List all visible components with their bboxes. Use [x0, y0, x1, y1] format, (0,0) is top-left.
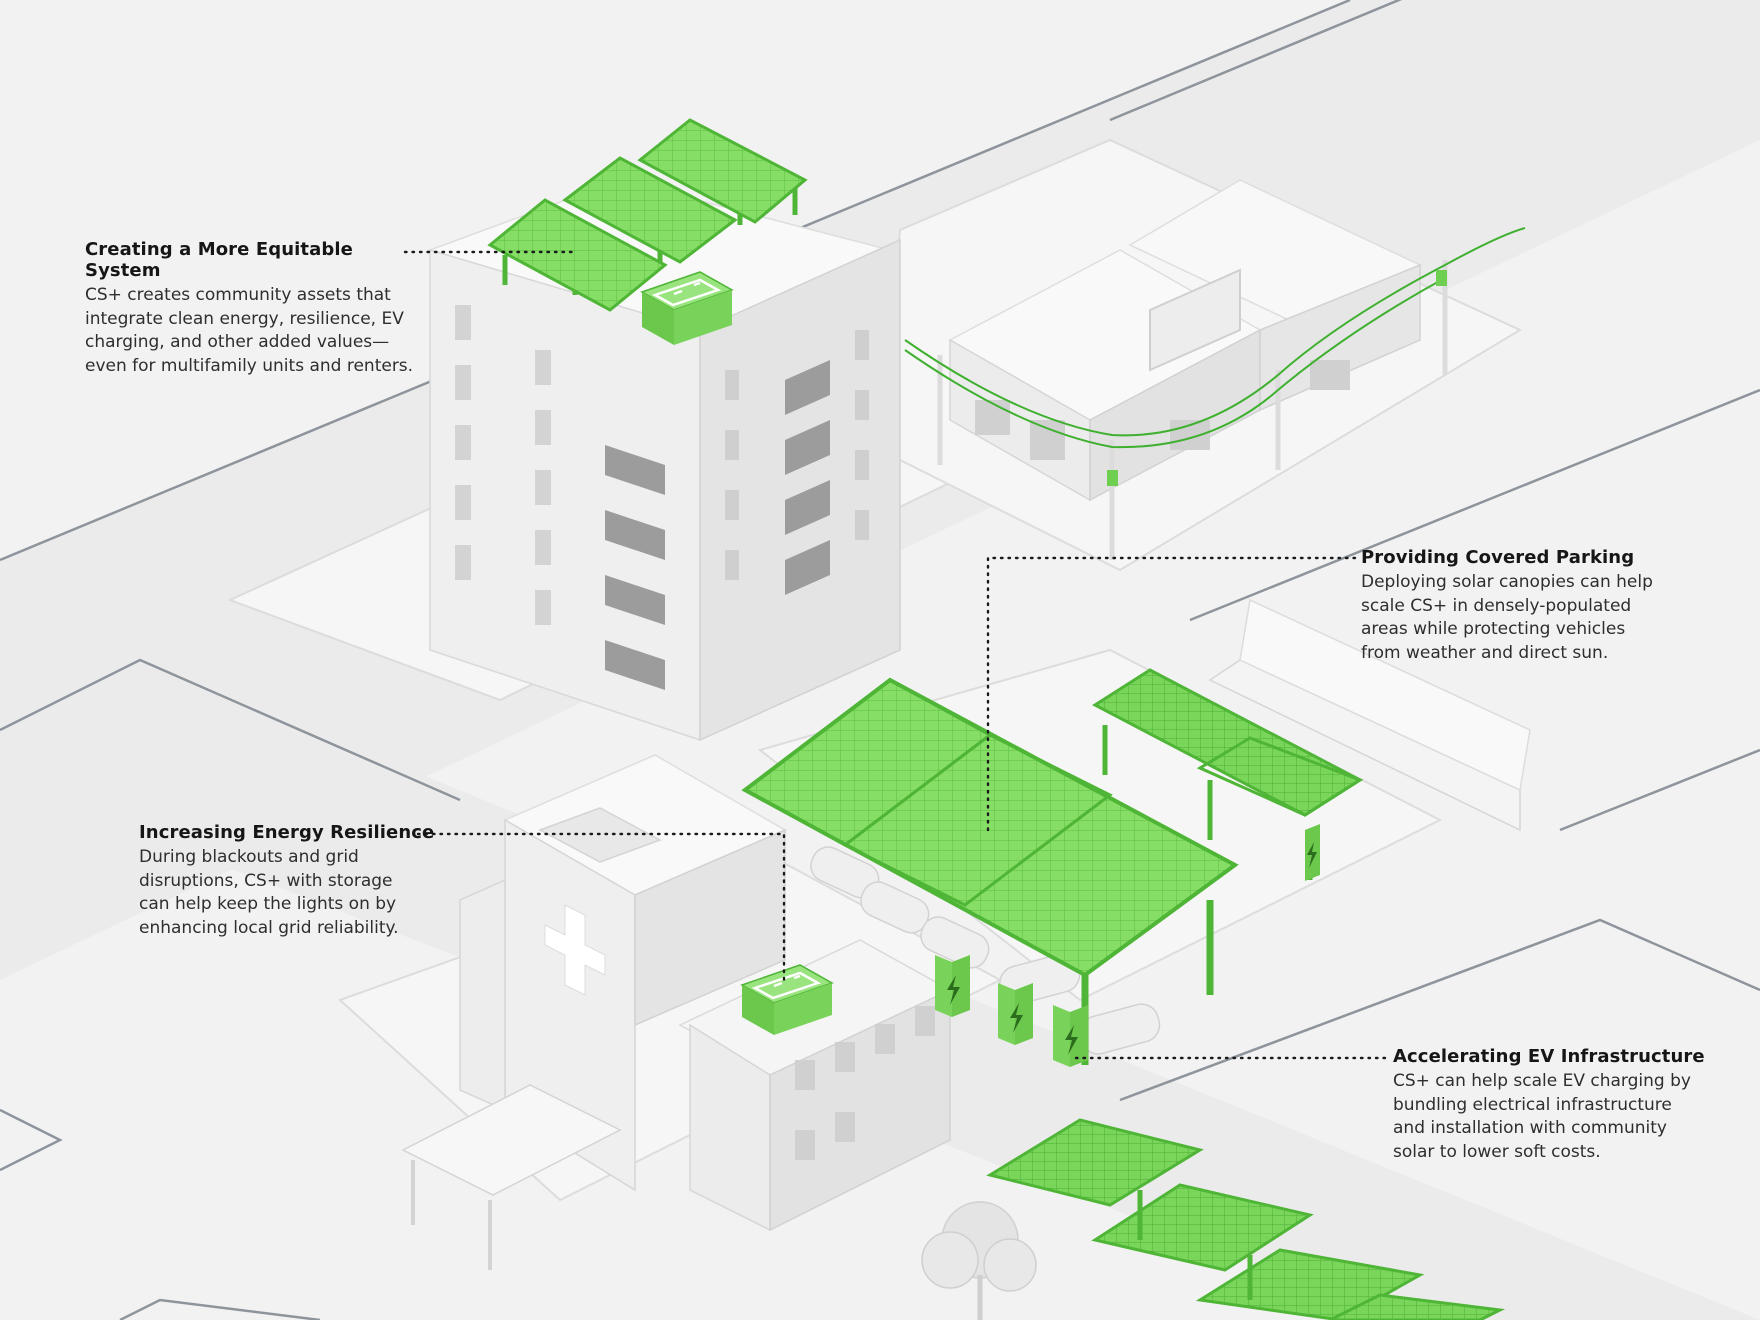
corner-shop [948, 179, 1422, 502]
leader-line-parking [986, 556, 1357, 832]
callout-ev: Accelerating EV Infrastructure CS+ can h… [1393, 1046, 1733, 1164]
medical-cross-icon [544, 904, 606, 996]
lightning-bolt-icon [1010, 1003, 1023, 1033]
battery-icon [651, 278, 722, 307]
callout-equitable: Creating a More Equitable System CS+ cre… [85, 239, 415, 378]
callout-resilience-title: Increasing Energy Resilience [139, 822, 435, 843]
lightning-bolt-icon [1307, 842, 1317, 868]
leader-line-resilience [416, 832, 786, 987]
bus-stop-canopy [1092, 598, 1531, 881]
leader-lines [403, 250, 1387, 1060]
utility-poles [904, 227, 1526, 560]
lightning-bolt-icon [1065, 1025, 1078, 1055]
callout-parking: Providing Covered Parking Deploying sola… [1361, 547, 1681, 665]
roadside-solar-trackers [986, 1118, 1506, 1320]
callout-equitable-body: CS+ creates community assets that integr… [85, 285, 414, 376]
tree [921, 1201, 1037, 1320]
lightning-bolt-icon [947, 975, 960, 1005]
hospital-building [401, 754, 952, 1270]
ev-chargers [935, 955, 1088, 1067]
callout-resilience: Increasing Energy Resilience During blac… [139, 822, 439, 940]
callout-equitable-title: Creating a More Equitable System [85, 239, 353, 281]
callout-resilience-body: During blackouts and grid disruptions, C… [139, 847, 399, 938]
callout-ev-title: Accelerating EV Infrastructure [1393, 1046, 1705, 1067]
parking-solar-canopy [741, 677, 1239, 1065]
callout-ev-body: CS+ can help scale EV charging by bundli… [1393, 1071, 1691, 1162]
callout-parking-title: Providing Covered Parking [1361, 547, 1635, 568]
callout-parking-body: Deploying solar canopies can help scale … [1361, 572, 1653, 663]
rooftop-solar-canopy [487, 118, 808, 345]
parked-cars [810, 846, 1161, 1055]
